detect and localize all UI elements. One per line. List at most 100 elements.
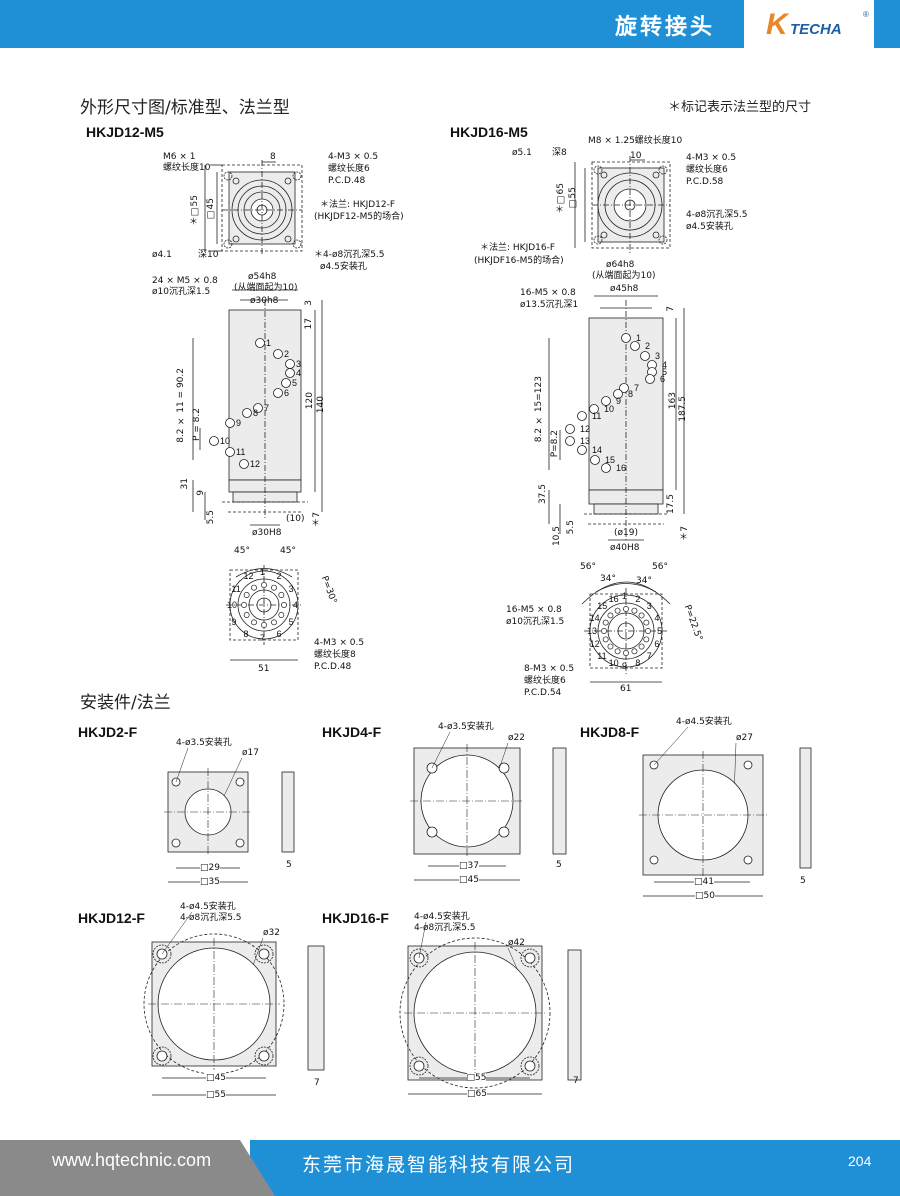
m16-bot-m3: 8-M3 × 0.5 — [524, 664, 575, 674]
m12-bottom-port-label: 4 — [293, 600, 299, 610]
m16-bottom-port-label: 10 — [608, 658, 619, 669]
m16-bottom-port-label: 2 — [635, 593, 641, 604]
m16-flange-fit: (HKJDF16-M5的场合) — [474, 256, 564, 266]
logo-area — [744, 0, 874, 48]
m12-port-hole — [285, 368, 295, 378]
m16-bottom-port-hole — [643, 619, 650, 626]
m16-port-hole — [590, 455, 600, 465]
footer-gray-shape — [0, 1140, 275, 1196]
m16-side-d40: ø40H8 — [610, 543, 640, 553]
m12-bot-w51: 51 — [258, 664, 270, 674]
flange-inner: □29 — [200, 863, 220, 873]
m12-bottom-port-label: 8 — [243, 628, 249, 639]
flange-note: ＊标记表示法兰型的尺寸 — [668, 100, 812, 115]
flange-hole: 4-ø4.5安装孔 — [676, 717, 732, 727]
m12-bottom-port-label: 2 — [276, 571, 282, 582]
m16-side-cb: ø13.5沉孔深1 — [520, 300, 579, 310]
m12-flange-fit: (HKJDF12-M5的场合) — [314, 212, 404, 222]
m12-bottom-port-hole — [251, 619, 257, 626]
m16-bottom-port-hole — [614, 648, 621, 655]
m16-port-hole — [565, 424, 575, 434]
m16-m3-len: 螺纹长度6 — [686, 165, 728, 175]
m16-port-label: 6 — [660, 374, 666, 384]
m16-pcd: P.C.D.58 — [686, 177, 724, 187]
m16-port-hole — [645, 374, 655, 384]
m16-port-hole — [613, 389, 623, 399]
flange-thickness: 7 — [314, 1078, 320, 1088]
m12-port-label: 9 — [236, 418, 242, 428]
m12-hole41-depth: 深10 — [198, 250, 219, 260]
m12-bot-a1: 45° — [234, 546, 250, 556]
flange-thickness: 5 — [286, 860, 292, 870]
m16-m3: 4-M3 × 0.5 — [686, 153, 737, 163]
m16-port-label: 2 — [645, 341, 651, 351]
m16-flange: ＊法兰: HKJD16-F — [480, 243, 556, 253]
m16-side-d45: ø45h8 — [610, 284, 639, 294]
m12-bottom-port-hole — [261, 582, 267, 588]
flange-counterbore: 4-ø8沉孔深5.5 — [180, 913, 242, 923]
m16-bot-w61: 61 — [620, 684, 632, 694]
m16-bot-m3-len: 螺纹长度6 — [524, 676, 566, 686]
m12-port-label: 5 — [292, 378, 298, 388]
m12-port-label: 8 — [253, 408, 259, 418]
m16-port-label: 4 — [662, 360, 668, 370]
footer-bar — [250, 1140, 900, 1196]
m16-m8: M8 × 1.25螺纹长度10 — [588, 136, 683, 146]
m12-bottom-port-label: 1 — [260, 567, 266, 577]
m16-bot-cb: ø10沉孔深1.5 — [506, 617, 565, 627]
flange-hole: 4-ø3.5安装孔 — [438, 722, 494, 732]
m16-port-label: 15 — [605, 455, 616, 465]
m12-port-hole — [209, 436, 219, 446]
m12-port-hole — [242, 408, 252, 418]
m16-bottom-port-label: 11 — [597, 650, 607, 661]
m12-side-d54: ø54h8 — [248, 272, 277, 282]
m12-port-label: 11 — [236, 447, 246, 457]
flange-outer: □35 — [200, 877, 220, 887]
m16-port-label: 16 — [616, 463, 627, 473]
m12-hole45: ø4.5安装孔 — [320, 262, 367, 272]
m12-side-d30a: ø30h8 — [250, 296, 279, 306]
section-title-flanges: 安装件/法兰 — [80, 693, 171, 713]
flange-inner: □55 — [466, 1073, 487, 1083]
flange-thickness: 5 — [800, 876, 806, 886]
m16-bottom-port-label: 12 — [589, 639, 600, 650]
m16-bottom-port-hole — [601, 628, 607, 634]
m16-port-hole — [601, 463, 611, 473]
m16-bottom-port-label: 3 — [646, 601, 652, 612]
m16-bottom-port-hole — [638, 643, 645, 650]
logo-text: TECHA — [790, 21, 842, 38]
m16-bottom-port-label: 1 — [622, 591, 628, 601]
m12-bottom-port-label: 12 — [243, 571, 254, 582]
m12-bot-m3: 4-M3 × 0.5 — [314, 638, 365, 648]
flange-bore: ø42 — [508, 938, 525, 948]
footer-url[interactable]: www.hqtechnic.com — [52, 1150, 212, 1170]
m16-bottom-port-hole — [643, 636, 650, 643]
m12-bottom-port-label: 10 — [227, 600, 238, 610]
m12-port-hole — [239, 459, 249, 469]
flange-inner: □37 — [459, 861, 479, 871]
m12-hole8: ＊4-ø8沉孔深5.5 — [314, 250, 385, 260]
m12-flange: ＊法兰: HKJD12-F — [320, 200, 396, 210]
m16-bottom-port-label: 4 — [654, 612, 660, 623]
m16-bottom-port-label: 13 — [587, 626, 598, 636]
flange-outer: □65 — [467, 1089, 487, 1099]
m12-bottom-port-label: 7 — [260, 633, 266, 643]
flange-hole: 4-ø4.5安装孔 — [180, 902, 236, 912]
m16-bottom-port-hole — [623, 650, 629, 656]
m12-bottom-port-hole — [251, 584, 257, 591]
m12-bot-pcd: P.C.D.48 — [314, 662, 352, 672]
m12-m6-len: 螺纹长度10 — [163, 163, 211, 173]
logo-registered: ® — [863, 10, 869, 19]
section-title-dimensions: 外形尺寸图/标准型、法兰型 — [80, 98, 290, 118]
footer-company: 东莞市海晟智能科技有限公司 — [302, 1154, 576, 1176]
m12-port-hole — [225, 418, 235, 428]
m16-port-hole — [577, 445, 587, 455]
m16-port-label: 1 — [636, 333, 642, 343]
m16-bottom-port-label: 8 — [635, 658, 641, 669]
m16-bot-a2: 56° — [652, 562, 668, 572]
